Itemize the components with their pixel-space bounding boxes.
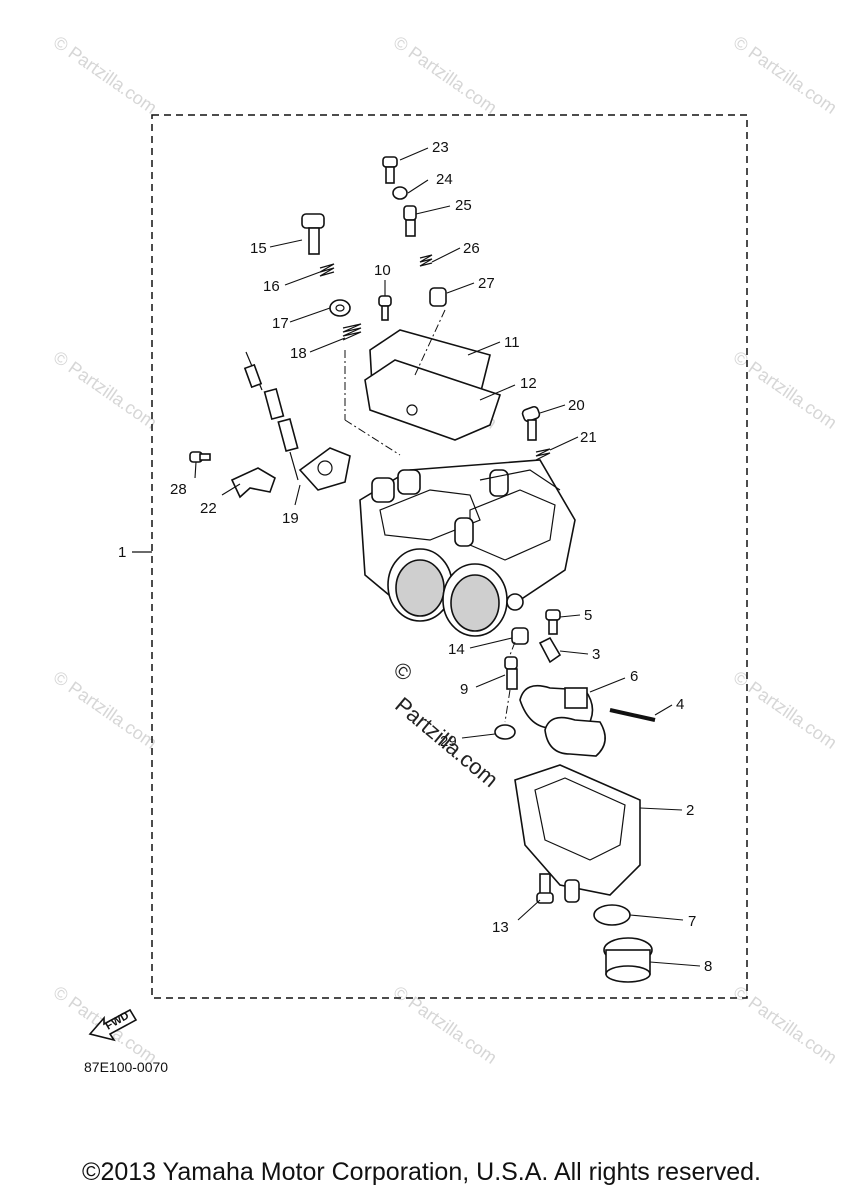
callout-23: 23 (432, 139, 449, 156)
watermark-ll: © Partzilla.com (50, 667, 161, 753)
callout-8: 8 (704, 958, 712, 975)
o-ring-7 (593, 904, 631, 926)
callout-17: 17 (272, 315, 289, 332)
screw-20 (521, 405, 541, 441)
center-watermark-symbol: © (389, 657, 417, 687)
callout-4: 4 (676, 696, 684, 713)
callout-2: 2 (686, 802, 694, 819)
diagram-code: 87E100-0070 (84, 1059, 168, 1075)
screw-23 (382, 156, 398, 184)
jet-9 (504, 656, 518, 690)
watermark-tl: © Partzilla.com (50, 32, 161, 118)
cap-27 (429, 287, 447, 307)
spring-21 (535, 448, 551, 461)
float-bowl-2 (514, 764, 641, 903)
callout-6: 6 (630, 668, 638, 685)
callout-27: 27 (478, 275, 495, 292)
assembly-boundary (151, 114, 748, 999)
center-watermark-text: Partzilla.com (390, 692, 503, 792)
washer-24 (392, 186, 408, 200)
callout-19: 19 (282, 510, 299, 527)
float-6 (519, 684, 606, 757)
center-watermark: © Partzilla.com (389, 657, 503, 792)
screw-10 (378, 295, 392, 321)
washer-29 (494, 724, 516, 740)
watermark-bm: © Partzilla.com (390, 982, 501, 1068)
callout-20: 20 (568, 397, 585, 414)
spring-18 (342, 323, 362, 341)
screw-13 (536, 873, 554, 904)
screw-28 (189, 451, 211, 463)
callout-29: 29 (440, 733, 457, 750)
watermark-tr: © Partzilla.com (730, 32, 841, 118)
callout-24: 24 (436, 171, 453, 188)
callouts: 23 24 25 26 27 10 15 16 17 18 11 12 20 2… (170, 139, 712, 975)
bracket-22 (230, 467, 276, 499)
callout-22: 22 (200, 500, 217, 517)
throttle-sensor-19 (243, 351, 351, 491)
cover-gasket (364, 359, 502, 441)
alignment-lines (344, 309, 516, 723)
callout-3: 3 (592, 646, 600, 663)
spring-16 (319, 263, 335, 277)
needle-valve-3 (538, 636, 562, 664)
callout-25: 25 (455, 197, 472, 214)
watermark-tm: © Partzilla.com (390, 32, 501, 118)
callout-21: 21 (580, 429, 597, 446)
screw-5 (545, 609, 561, 635)
callout-9: 9 (460, 681, 468, 698)
jet-25 (403, 205, 417, 237)
callout-10: 10 (374, 262, 391, 279)
jet-14 (511, 627, 529, 645)
callout-26: 26 (463, 240, 480, 257)
carburetor-body (359, 459, 576, 637)
parts-diagram: © Partzilla.com © Partzilla.com © Partzi… (50, 32, 841, 1075)
drain-plug-8 (603, 937, 653, 983)
leader-lines (194, 147, 701, 967)
callout-13: 13 (492, 919, 509, 936)
screw-15 (301, 213, 325, 255)
watermark-ml: © Partzilla.com (50, 347, 161, 433)
callout-28: 28 (170, 481, 187, 498)
watermark-br: © Partzilla.com (730, 982, 841, 1068)
spring-26 (419, 254, 433, 267)
callout-18: 18 (290, 345, 307, 362)
pin-4 (609, 708, 656, 722)
copyright-notice: ©2013 Yamaha Motor Corporation, U.S.A. A… (82, 1158, 761, 1186)
callout-11: 11 (504, 334, 520, 351)
nut-17 (329, 299, 351, 317)
callout-15: 15 (250, 240, 267, 257)
callout-5: 5 (584, 607, 592, 624)
callout-1: 1 (118, 544, 126, 561)
callout-12: 12 (520, 375, 537, 392)
callout-14: 14 (448, 641, 465, 658)
callout-7: 7 (688, 913, 696, 930)
callout-16: 16 (263, 278, 280, 295)
